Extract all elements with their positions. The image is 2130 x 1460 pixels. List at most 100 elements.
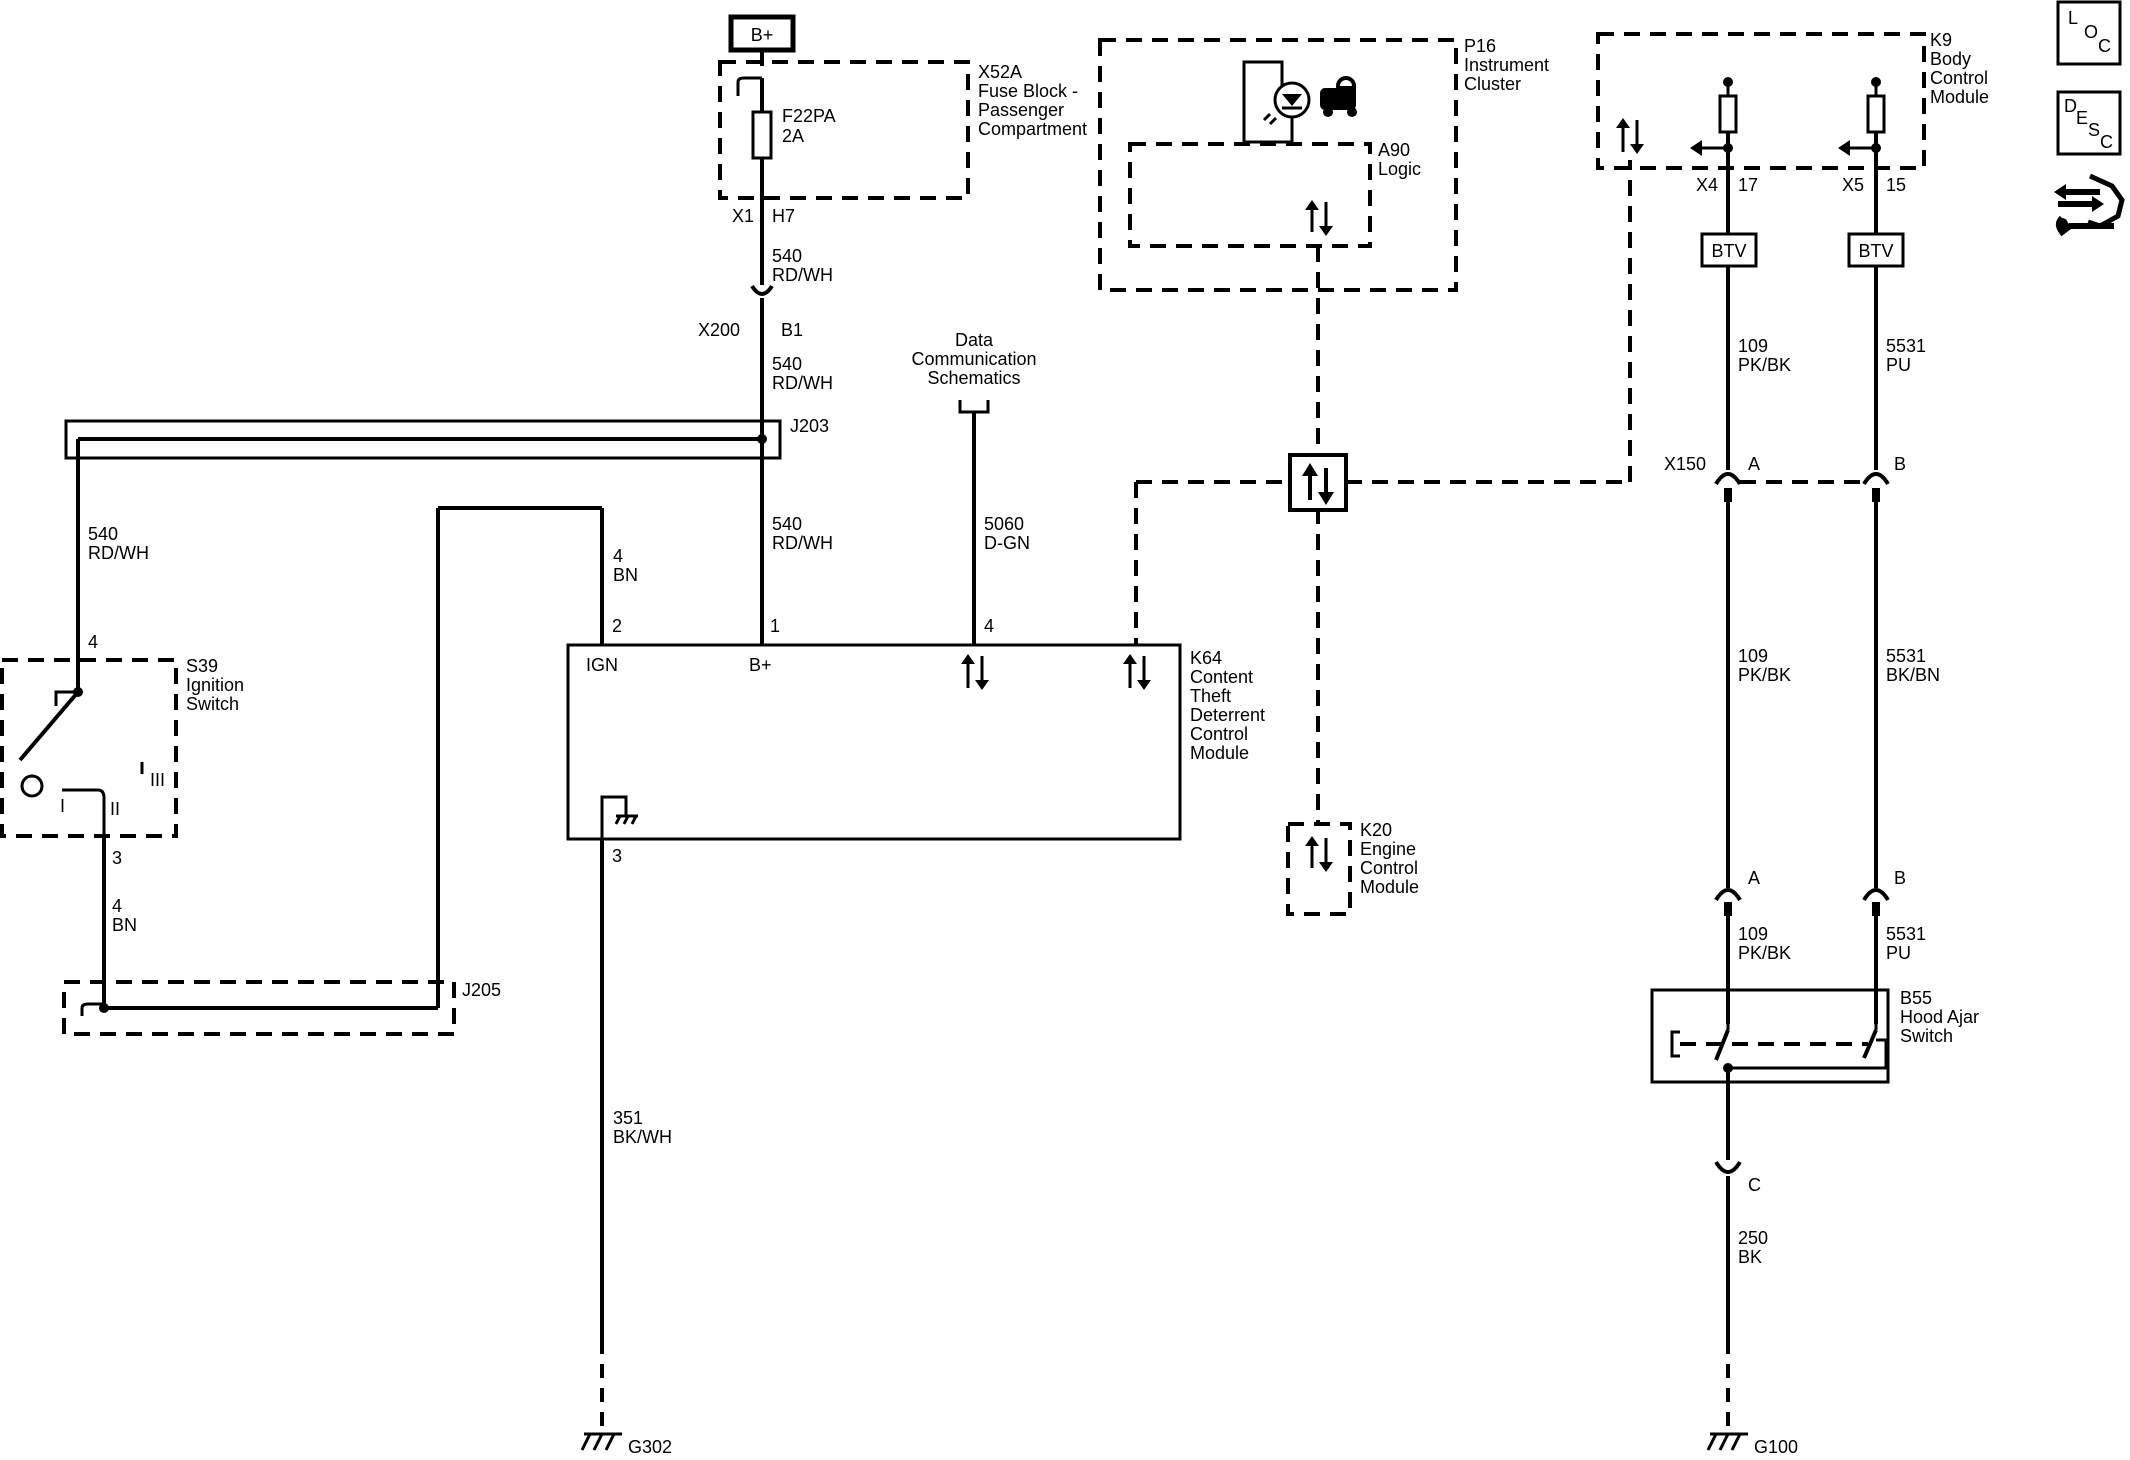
- theft-indicator-icon: [1262, 81, 1311, 142]
- k64-name-2: Theft: [1190, 686, 1231, 706]
- k64-name-5: Module: [1190, 743, 1249, 763]
- k20-name-1: Engine: [1360, 839, 1416, 859]
- location-view-button[interactable]: L O C: [2056, 0, 2122, 66]
- loc-letter-o: O: [2084, 22, 2098, 42]
- bcm-pin-17: 17: [1738, 175, 1758, 195]
- j203-label: J203: [790, 416, 829, 436]
- b55-connector-c: C: [1714, 1160, 1761, 1195]
- wire-109-color-1: PK/BK: [1738, 355, 1791, 375]
- k64-pin-data: 4: [984, 616, 994, 636]
- desc-letter-e: E: [2076, 108, 2088, 128]
- a90-data-arrows-icon: [1305, 200, 1333, 236]
- wire-109-label-2: 109: [1738, 646, 1768, 666]
- ignition-name-2: Switch: [186, 694, 239, 714]
- k20-name-2: Control: [1360, 858, 1418, 878]
- x200-ref: X200: [698, 320, 740, 340]
- b55-ref: B55: [1900, 988, 1932, 1008]
- wire-5060-label: 5060: [984, 514, 1024, 534]
- k20-name-3: Module: [1360, 877, 1419, 897]
- engine-control-module: K20 Engine Control Module: [1286, 820, 1419, 916]
- bcm-data-arrows-icon: [1616, 118, 1644, 154]
- ignition-pin-3: 3: [112, 848, 122, 868]
- j205-label: J205: [462, 980, 501, 1000]
- a90-ref: A90: [1378, 140, 1410, 160]
- b55-name-2: Switch: [1900, 1026, 1953, 1046]
- fuse-block-pin: H7: [772, 206, 795, 226]
- k64-name-4: Control: [1190, 724, 1248, 744]
- wire-5531-label-2: 5531: [1886, 646, 1926, 666]
- bcm-pullup-resistor-a-icon: [1718, 94, 1738, 134]
- wire-540-color-2: RD/WH: [772, 373, 833, 393]
- p16-name-1: Instrument: [1464, 55, 1549, 75]
- k64-name-1: Content: [1190, 667, 1253, 687]
- wire-4-label-1: 4: [112, 896, 122, 916]
- desc-letter-c: C: [2100, 132, 2113, 152]
- splice-j205: J205: [62, 980, 501, 1036]
- connector-x150: X150 A B: [1664, 454, 1906, 502]
- wire-540-color-1: RD/WH: [772, 265, 833, 285]
- data-communication-ref: Data Communication Schematics: [911, 330, 1037, 414]
- wire-540-label-1: 540: [772, 246, 802, 266]
- wire-540-color-3: RD/WH: [88, 543, 149, 563]
- fuse-rating: 2A: [782, 126, 804, 146]
- btv-label-a: BTV: [1711, 241, 1746, 261]
- fuse-block-name-2: Passenger: [978, 100, 1064, 120]
- fuse-f22pa-icon: [751, 110, 773, 160]
- splice-j203: J203: [64, 416, 829, 460]
- wire-250-color: BK: [1738, 1247, 1762, 1267]
- x200-pin: B1: [781, 320, 803, 340]
- bcm-pin-15: 15: [1886, 175, 1906, 195]
- a90-name: Logic: [1378, 159, 1421, 179]
- k20-ref: K20: [1360, 820, 1392, 840]
- connector-tool-icon[interactable]: [2054, 173, 2125, 237]
- k20-data-arrows-icon: [1305, 836, 1333, 872]
- ignition-pin-4: 4: [88, 632, 98, 652]
- btv-tag-a: BTV: [1700, 232, 1758, 268]
- x150-pin-a: A: [1748, 454, 1760, 474]
- fuse-block-ref: X52A: [978, 62, 1022, 82]
- b55-pin-b: B: [1894, 868, 1906, 888]
- k9-name-1: Body: [1930, 49, 1971, 69]
- wire-540-label-2: 540: [772, 354, 802, 374]
- k64-serial-arrows-icon: [1123, 654, 1151, 690]
- serial-data-splice-icon: [1288, 453, 1348, 512]
- instrument-cluster: A90 Logic P16 Instrument Cluster: [1098, 36, 1549, 292]
- wire-109-label-3: 109: [1738, 924, 1768, 944]
- wire-4-label-2: 4: [613, 546, 623, 566]
- ignition-pos-2: II: [110, 799, 120, 819]
- bcm-conn-x4: X4: [1696, 175, 1718, 195]
- data-comm-line-3: Schematics: [927, 368, 1020, 388]
- wire-5531-color-3: PU: [1886, 943, 1911, 963]
- description-view-button[interactable]: D E S C: [2056, 90, 2122, 156]
- data-comm-line-2: Communication: [911, 349, 1036, 369]
- ignition-switch: I II III S39 Ignition Switch: [0, 656, 244, 838]
- k64-name-3: Deterrent: [1190, 705, 1265, 725]
- k64-label-bplus: B+: [749, 655, 772, 675]
- ground-g302-icon: G302: [580, 1432, 672, 1457]
- k64-data-arrows-icon: [961, 654, 989, 690]
- wire-5060-color: D-GN: [984, 533, 1030, 553]
- b55-connector-ab: A B: [1714, 868, 1906, 916]
- wire-351-label: 351: [613, 1108, 643, 1128]
- bcm-conn-x5: X5: [1842, 175, 1864, 195]
- k9-name-2: Control: [1930, 68, 1988, 88]
- battery-terminal: B+: [728, 14, 796, 53]
- fuse-block-name-1: Fuse Block -: [978, 81, 1078, 101]
- k64-ref: K64: [1190, 648, 1222, 668]
- x150-pin-b: B: [1894, 454, 1906, 474]
- wire-250-label: 250: [1738, 1228, 1768, 1248]
- b55-pin-c: C: [1748, 1175, 1761, 1195]
- desc-letter-d: D: [2064, 96, 2077, 116]
- k64-pin-bplus: 1: [770, 616, 780, 636]
- ignition-pivot-icon: [20, 774, 44, 798]
- ignition-pos-1: I: [60, 796, 65, 816]
- desc-letter-s: S: [2088, 120, 2100, 140]
- wire-540-color-4: RD/WH: [772, 533, 833, 553]
- wire-109-label-1: 109: [1738, 336, 1768, 356]
- fuse-id: F22PA: [782, 106, 836, 126]
- b55-name-1: Hood Ajar: [1900, 1007, 1979, 1027]
- wire-5531-label-3: 5531: [1886, 924, 1926, 944]
- fuse-block-name-3: Compartment: [978, 119, 1087, 139]
